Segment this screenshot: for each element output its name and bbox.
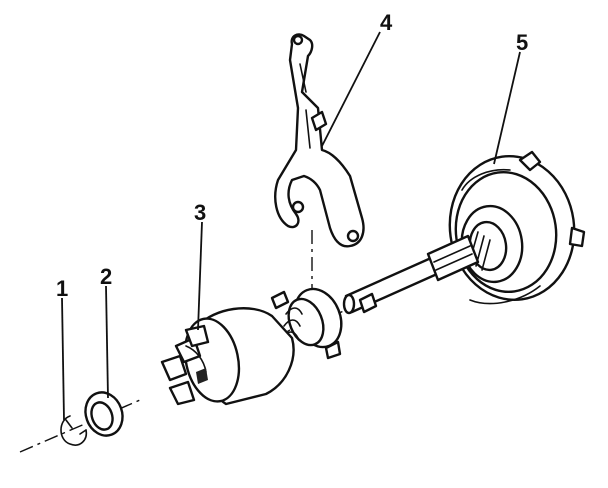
callout-number-4: 4	[380, 10, 393, 35]
armature-shaft	[342, 234, 480, 315]
leader-2	[105, 285, 109, 399]
callout-number-3: 3	[194, 200, 206, 225]
thrust-collar	[84, 391, 124, 437]
callout-number-5: 5	[516, 30, 528, 55]
shift-lever	[274, 33, 365, 248]
drive-spring-collar	[270, 287, 343, 360]
leader-3	[197, 221, 203, 331]
leader-1	[61, 297, 65, 421]
drive-housing	[448, 150, 586, 305]
callout-number-2: 2	[100, 264, 112, 289]
leader-4	[321, 31, 381, 147]
callout-number-1: 1	[56, 276, 68, 301]
leader-5	[493, 51, 521, 165]
starter-drive-pinion	[160, 307, 295, 406]
retaining-ring	[60, 415, 88, 446]
